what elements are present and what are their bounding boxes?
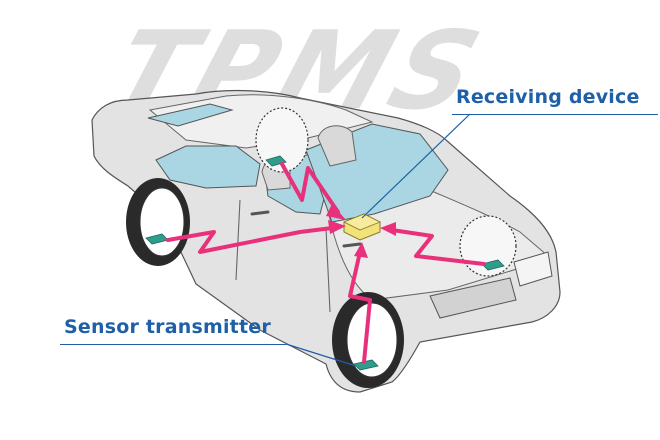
signal-line-rear-right bbox=[280, 162, 340, 214]
receiving-device-leader-line bbox=[361, 113, 471, 219]
receiving-device-underline bbox=[452, 114, 658, 115]
door-handle bbox=[342, 242, 362, 248]
sensor-front-right bbox=[481, 259, 505, 271]
receiving-device-label: Receiving device bbox=[456, 86, 640, 108]
signal-line-rear-left bbox=[166, 226, 334, 254]
door-handle bbox=[250, 210, 270, 216]
signal-arrowhead bbox=[354, 242, 368, 258]
sensor-rear-right bbox=[265, 155, 287, 167]
wheel-rear-right-hidden bbox=[255, 107, 309, 173]
signal-line-front-left bbox=[348, 250, 372, 364]
sensor-transmitter-leader-line bbox=[285, 343, 357, 367]
sensor-transmitter-label: Sensor transmitter bbox=[64, 316, 271, 338]
receiving-device-top bbox=[343, 213, 381, 231]
grille bbox=[429, 277, 517, 319]
signal-line-front-right bbox=[390, 228, 486, 266]
sensor-transmitter-underline bbox=[60, 344, 286, 345]
seat bbox=[317, 125, 357, 167]
signal-arrowhead bbox=[380, 222, 396, 236]
door-line bbox=[235, 199, 331, 313]
wheel-rear-left bbox=[126, 178, 190, 266]
rear-window bbox=[147, 103, 234, 127]
signal-arrowhead bbox=[328, 220, 346, 234]
headlight bbox=[513, 251, 553, 287]
side-window-rear bbox=[155, 145, 261, 189]
signal-arrowhead bbox=[326, 204, 346, 220]
